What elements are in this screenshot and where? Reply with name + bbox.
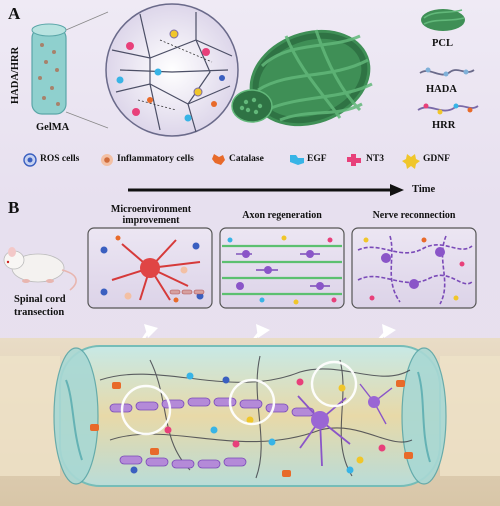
stage-panel-2 xyxy=(219,227,345,309)
component-label-pcl: PCL xyxy=(432,38,453,49)
egf-icon xyxy=(290,155,304,165)
ros-cell xyxy=(219,75,225,81)
legend-label-ros: ROS cells xyxy=(40,154,80,164)
stage-title-3: Nerve reconnection xyxy=(372,210,456,221)
stage-title-1: Microenvironment improvement xyxy=(110,204,192,226)
scaffold-inner-label: HADA/HRR xyxy=(10,46,21,104)
component-label-hrr: HRR xyxy=(432,120,456,131)
gdnf-molecule xyxy=(169,29,179,39)
scaffold-outer-label: GelMA xyxy=(36,122,70,133)
gdnf-icon xyxy=(402,154,420,169)
panel-a-letter: A xyxy=(8,4,21,23)
inflammatory-cell-icon xyxy=(101,154,113,166)
nt3-molecule xyxy=(132,108,140,116)
egf-molecule xyxy=(184,114,192,122)
highlight-circle-3 xyxy=(310,360,358,408)
pcl-fiber-bundle xyxy=(231,29,373,127)
catalase-icon xyxy=(212,154,225,165)
pcl-icon xyxy=(421,9,465,31)
legend-label-gdnf: GDNF xyxy=(423,154,450,164)
mouse-illustration xyxy=(3,247,77,291)
gdnf-molecule xyxy=(193,87,203,97)
hrr-icon xyxy=(417,103,479,115)
injury-label-line-2: transection xyxy=(14,307,65,318)
nt3-icon xyxy=(347,154,361,166)
legend-label-catalase: Catalase xyxy=(229,154,264,164)
highlight-circle-1 xyxy=(120,384,172,436)
time-label: Time xyxy=(412,184,436,195)
ros-cell-icon xyxy=(23,153,37,167)
legend-label-nt3: NT3 xyxy=(366,154,384,164)
scaffold-top xyxy=(31,23,67,37)
zoom-line-top xyxy=(65,11,109,31)
catalase-molecule xyxy=(147,97,153,103)
stage-title-2: Axon regeneration xyxy=(242,210,322,221)
hada-icon xyxy=(419,67,475,77)
catalase-molecule xyxy=(211,101,217,107)
scaffold-cylinder xyxy=(31,27,67,115)
time-arrow xyxy=(128,184,404,196)
neuron-cell xyxy=(359,383,393,425)
spinal-cord-scene xyxy=(0,338,500,506)
zoom-circle xyxy=(105,3,239,137)
neuron-cell xyxy=(297,395,351,467)
panel-a-scaffold xyxy=(31,11,109,129)
legend-label-inflammatory: Inflammatory cells xyxy=(117,154,194,164)
egf-molecule xyxy=(116,76,124,84)
component-label-hada: HADA xyxy=(426,84,457,95)
stage-panel-1 xyxy=(87,227,213,309)
zoom-line-bottom xyxy=(65,111,109,129)
injury-label-line-1: Spinal cord xyxy=(14,294,66,305)
stage-panel-3 xyxy=(351,227,477,309)
legend-label-egf: EGF xyxy=(307,154,327,164)
nt3-molecule xyxy=(126,42,134,50)
nt3-molecule xyxy=(202,48,210,56)
panel-b-letter: B xyxy=(8,198,20,217)
egf-molecule xyxy=(154,68,162,76)
legend-icons xyxy=(23,153,420,169)
highlight-circle-2 xyxy=(228,378,276,426)
